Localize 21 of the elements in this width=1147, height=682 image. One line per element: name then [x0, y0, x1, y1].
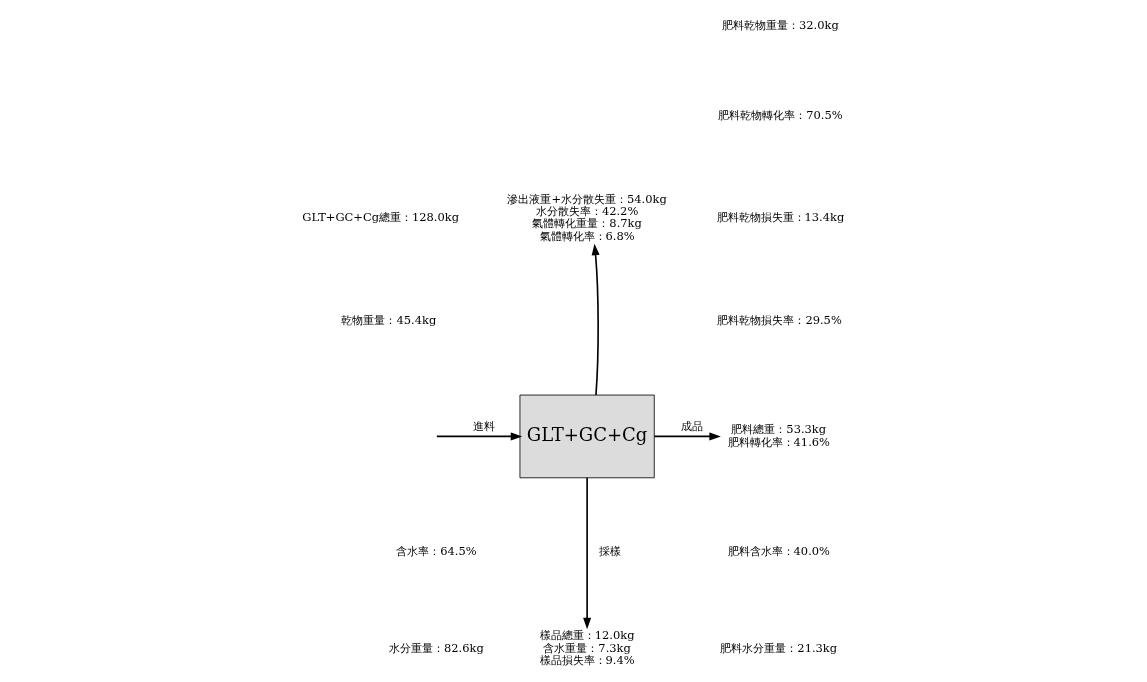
arrow — [435, 432, 522, 441]
arrow — [582, 477, 591, 630]
node-box: GLT+GC+Cg — [519, 394, 655, 479]
label: 含水率：64.5% — [395, 544, 477, 559]
label: 肥料乾物轉化率：70.5% — [717, 107, 843, 122]
node-text: 滲出液重+水分散失重：54.0kg 水分散失率：42.2% 氣體轉化重量：8.7kg 氣體轉化率：6.8% — [506, 191, 667, 243]
label: 肥料水分重量：21.3kg — [719, 640, 837, 655]
label: GLT+GC+Cg總重：128.0kg — [301, 210, 459, 225]
label: 乾物重量：45.4kg — [340, 312, 436, 327]
label: 肥料乾物損失重：13.4kg — [716, 210, 844, 225]
label: 肥料含水率：40.0% — [727, 544, 830, 559]
arrow — [591, 243, 600, 396]
label: 肥料乾物重量：32.0kg — [721, 18, 839, 33]
node-text: 肥料總重：53.3kg 肥料轉化率：41.6% — [727, 422, 830, 449]
edge-label: 成品 — [681, 420, 704, 434]
node-text: 樣品總重：12.0kg 含水重量：7.3kg 樣品損失率：9.4% — [539, 628, 635, 667]
edge-label: 進料 — [472, 420, 495, 434]
label: 水分重量：82.6kg — [388, 640, 484, 655]
label: 肥料乾物損失率：29.5% — [716, 312, 842, 327]
edge-label: 採樣 — [598, 545, 621, 559]
arrow — [653, 432, 721, 441]
